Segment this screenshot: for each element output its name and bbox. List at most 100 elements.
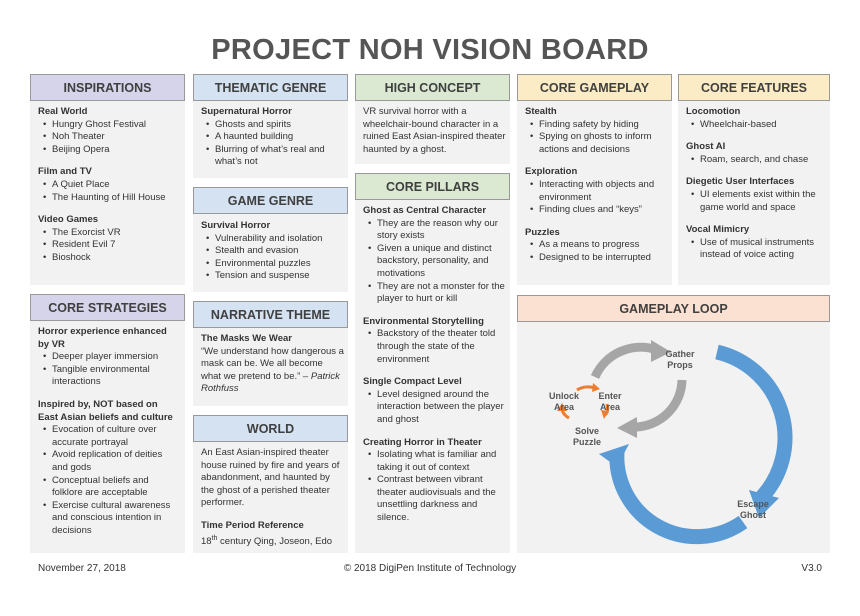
high-concept-header: HIGH CONCEPT	[355, 74, 510, 101]
bullet-list: Wheelchair-based	[686, 119, 828, 132]
middle-loop-arrow-top	[651, 340, 671, 362]
bullet-list: Backstory of the theater told through th…	[363, 328, 506, 366]
bullet-item: Conceptual beliefs and folklore are acce…	[43, 475, 180, 500]
board-title: PROJECT NOH VISION BOARD	[211, 34, 649, 66]
core-pillars-header: CORE PILLARS	[355, 173, 510, 200]
section-title: Puzzles	[525, 226, 560, 238]
bullet-list: Interacting with objects and environment…	[525, 179, 670, 217]
bullet-item: Beijing Opera	[43, 144, 183, 157]
bullet-item: Contrast between vibrant theater audiovi…	[368, 474, 506, 524]
bullet-list: Level designed around the interaction be…	[363, 389, 506, 427]
outer-loop-arc-right	[715, 344, 793, 503]
footer-date: November 27, 2018	[38, 563, 126, 574]
game-genre-body: Survival Horror Vulnerability and isolat…	[201, 220, 344, 283]
bullet-item: Isolating what is familiar and taking it…	[368, 449, 506, 474]
narrative-theme-body: The Masks We Wear “We understand how dan…	[201, 333, 344, 396]
node-solve-puzzle-line2: Puzzle	[573, 437, 601, 447]
inspirations-body: Real WorldHungry Ghost FestivalNoh Theat…	[38, 106, 183, 265]
world-body: An East Asian-inspired theater house rui…	[201, 447, 344, 548]
bullet-list: The Exorcist VRResident Evil 7Bioshock	[38, 227, 183, 265]
bullet-item: Noh Theater	[43, 131, 183, 144]
bullet-item: The Haunting of Hill House	[43, 192, 183, 205]
time-period-title: Time Period Reference	[201, 519, 304, 531]
bullet-item: Ghosts and spirits	[206, 119, 344, 132]
middle-loop-arc-top	[590, 342, 659, 379]
node-escape-ghost-line2: Ghost	[740, 510, 766, 520]
section-title: Exploration	[525, 166, 578, 178]
world-description: An East Asian-inspired theater house rui…	[201, 447, 340, 509]
world-header: WORLD	[193, 415, 348, 442]
bullet-item: Tangible environmental interactions	[43, 364, 180, 389]
outer-loop-arrow-right	[749, 490, 779, 518]
inner-arrowhead-unlock	[557, 403, 567, 411]
narrative-theme-header: NARRATIVE THEME	[193, 301, 348, 328]
section-title: Video Games	[38, 214, 99, 226]
node-gather-props-line2: Props	[667, 360, 693, 370]
bullet-item: Designed to be interrupted	[530, 252, 670, 265]
section-title: Stealth	[525, 106, 557, 117]
outer-loop-arc-bottom	[609, 451, 748, 545]
section-title: Locomotion	[686, 106, 741, 117]
bullet-list: They are the reason why our story exists…	[363, 218, 506, 306]
bullet-item: Interacting with objects and environment	[530, 179, 670, 204]
thematic-genre-header: THEMATIC GENRE	[193, 74, 348, 101]
bullet-item: UI elements exist within the game world …	[691, 189, 828, 214]
bullet-item: Use of musical instruments instead of vo…	[691, 237, 828, 262]
node-solve-puzzle-line1: Solve	[575, 426, 599, 436]
inner-arrowhead-solve	[601, 410, 609, 419]
bullet-item: Evocation of culture over accurate portr…	[43, 424, 180, 449]
time-period-text: 18th century Qing, Joseon, Edo	[201, 534, 333, 547]
gameplay-loop-header: GAMEPLAY LOOP	[517, 295, 830, 322]
section-title: Ghost as Central Character	[363, 205, 487, 216]
quote-author: Patrick Rothfuss	[201, 370, 340, 395]
bullet-list: Deeper player immersionTangible environm…	[38, 351, 180, 389]
bullet-item: They are the reason why our story exists	[368, 218, 506, 243]
bullet-list: Roam, search, and chase	[686, 154, 828, 167]
outer-loop-arrow-left	[599, 444, 629, 467]
bullet-item: Backstory of the theater told through th…	[368, 328, 506, 366]
bullet-item: Wheelchair-based	[691, 119, 828, 132]
section-title: Horror experience enhanced by VR	[38, 326, 167, 350]
bullet-list: A Quiet PlaceThe Haunting of Hill House	[38, 179, 183, 204]
bullet-item: The Exorcist VR	[43, 227, 183, 240]
bullet-list: Hungry Ghost FestivalNoh TheaterBeijing …	[38, 119, 183, 157]
core-gameplay-body: StealthFinding safety by hidingSpying on…	[525, 106, 670, 265]
node-enter-area-line2: Area	[600, 402, 621, 412]
section-title: Environmental Storytelling	[363, 315, 484, 327]
bullet-list: Finding safety by hidingSpying on ghosts…	[525, 119, 670, 157]
middle-loop-arrow-bottom	[617, 417, 637, 438]
bullet-item: Level designed around the interaction be…	[368, 389, 506, 427]
section-title: Diegetic User Interfaces	[686, 176, 795, 188]
section-title: Film and TV	[38, 166, 92, 178]
section-title: Real World	[38, 106, 88, 117]
bullet-item: Deeper player immersion	[43, 351, 180, 364]
game-genre-list: Vulnerability and isolationStealth and e…	[201, 233, 344, 283]
bullet-item: Spying on ghosts to inform actions and d…	[530, 131, 670, 156]
gameplay-loop-diagram: Gather Props Unlock Area Enter Area Solv…	[549, 340, 793, 545]
game-genre-header: GAME GENRE	[193, 187, 348, 214]
thematic-genre-list: Ghosts and spiritsA haunted buildingBlur…	[201, 119, 344, 169]
bullet-item: Resident Evil 7	[43, 239, 183, 252]
bullet-item: Stealth and evasion	[206, 245, 344, 258]
bullet-item: Avoid replication of deities and gods	[43, 449, 180, 474]
bullet-item: Vulnerability and isolation	[206, 233, 344, 246]
bullet-list: Use of musical instruments instead of vo…	[686, 237, 828, 262]
thematic-genre-body: Supernatural Horror Ghosts and spiritsA …	[201, 106, 344, 169]
bullet-item: A haunted building	[206, 131, 344, 144]
core-strategies-body: Horror experience enhanced by VRDeeper p…	[38, 326, 180, 538]
bullet-item: Given a unique and distinct backstory, p…	[368, 243, 506, 281]
bullet-item: Hungry Ghost Festival	[43, 119, 183, 132]
node-gather-props-line1: Gather	[665, 349, 695, 359]
section-title: Creating Horror in Theater	[363, 436, 482, 448]
footer-version: V3.0	[801, 563, 822, 574]
section-title: Single Compact Level	[363, 376, 462, 388]
bullet-item: Tension and suspense	[206, 270, 344, 283]
section-title: Vocal Mimicry	[686, 224, 750, 236]
node-unlock-area-line1: Unlock	[549, 391, 580, 401]
narrative-theme-title: The Masks We Wear	[201, 333, 292, 344]
bullet-list: UI elements exist within the game world …	[686, 189, 828, 214]
bullet-item: They are not a monster for the player to…	[368, 281, 506, 306]
section-title: Ghost AI	[686, 141, 726, 153]
bullet-item: Finding clues and “keys”	[530, 204, 670, 217]
